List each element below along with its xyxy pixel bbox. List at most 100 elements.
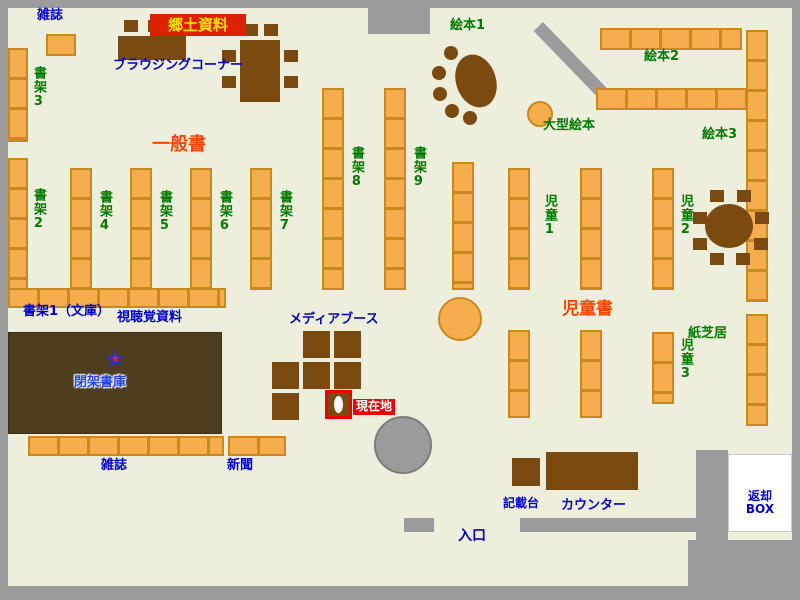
label-shelf1-bunko: 書架1（文庫）	[23, 304, 111, 319]
chair	[244, 24, 258, 36]
stool	[463, 111, 477, 125]
chair	[693, 238, 707, 250]
label-newspaper: 新聞	[227, 458, 254, 473]
shelf-jido-low1	[508, 330, 530, 418]
label-counter: カウンター	[561, 498, 627, 513]
wall-returnbox-left	[696, 450, 728, 545]
chair	[710, 190, 724, 202]
shelf-magazine-top	[46, 34, 76, 56]
shelf-shoka8	[322, 88, 344, 290]
label-shelf7: 書架7	[276, 190, 292, 234]
shelf-jido-low2	[580, 330, 602, 418]
stool	[432, 66, 446, 80]
chair	[284, 50, 298, 62]
label-media-booth: メディアブース	[289, 312, 379, 327]
shelf-ehon2-lower	[596, 88, 748, 110]
writing-stand	[512, 458, 540, 486]
label-magazine-bottom: 雑誌	[101, 458, 128, 473]
media-booth-unit	[303, 331, 330, 358]
label-closed-stacks: 閉架書庫	[74, 375, 127, 390]
label-jido3: 児童3	[677, 338, 693, 382]
shelf-jido2	[652, 168, 674, 290]
chair	[284, 76, 298, 88]
label-jido2: 児童2	[677, 194, 693, 238]
story-corner-bench	[448, 49, 504, 113]
shelf-jido1	[508, 168, 530, 290]
shelf-magazine-bottom	[28, 436, 224, 456]
media-booth-unit	[272, 362, 299, 389]
label-jido1: 児童1	[541, 194, 557, 238]
shelf-jido3	[652, 332, 674, 404]
label-large-ehon: 大型絵本	[543, 118, 596, 133]
label-shelf6: 書架6	[216, 190, 232, 234]
chair	[737, 190, 751, 202]
return-box: 返却 BOX	[728, 454, 792, 532]
wall-bottom	[0, 586, 800, 600]
chair	[710, 253, 724, 265]
round-pillar	[374, 416, 432, 474]
wall-corner-block	[688, 540, 800, 600]
shelf-right-wall-lower	[746, 314, 768, 426]
chair	[736, 253, 750, 265]
label-shelf2: 書架2	[30, 188, 46, 232]
shelf-shoka5	[130, 168, 152, 290]
shelf-jido-mid	[580, 168, 602, 290]
round-display-table	[438, 297, 482, 341]
wall-bottom-right-segment	[520, 518, 702, 532]
label-shelf9: 書架9	[410, 146, 426, 190]
star-inner-icon: ★	[111, 354, 120, 365]
chair	[754, 238, 768, 250]
children-table	[705, 204, 753, 248]
browsing-table-1	[118, 36, 186, 60]
media-booth-unit	[272, 393, 299, 420]
star-outer-icon: ★	[104, 345, 126, 373]
media-booth-unit	[334, 331, 361, 358]
shelf-newspaper	[228, 436, 286, 456]
stool	[433, 87, 447, 101]
shelf-shoka9	[384, 88, 406, 290]
stool	[444, 46, 458, 60]
label-entrance: 入口	[458, 528, 486, 544]
return-box-label-line2: BOX	[745, 502, 775, 516]
label-kamishibai: 紙芝居	[688, 326, 728, 341]
chair	[222, 76, 236, 88]
shelf-shoka2	[8, 158, 28, 292]
stool	[445, 104, 459, 118]
wall-right	[792, 0, 800, 600]
shelf-shoka6	[190, 168, 212, 290]
label-writing-stand: 記載台	[503, 496, 540, 510]
label-magazine-top: 雑誌	[37, 8, 64, 23]
shelf-center	[452, 162, 474, 290]
chair	[264, 24, 278, 36]
star-icon: ★ ★	[104, 346, 130, 376]
wall-top	[0, 0, 800, 8]
media-booth-current	[325, 390, 352, 419]
closed-stacks-area	[8, 332, 222, 434]
current-location-badge: 現在地	[353, 399, 396, 415]
label-general-books: 一般書	[152, 134, 206, 155]
label-shelf4: 書架4	[96, 190, 112, 234]
label-children-books: 児童書	[562, 299, 613, 319]
large-picture-book-display	[527, 101, 553, 127]
return-box-label-line1: 返却	[747, 489, 772, 503]
current-marker-icon	[334, 396, 343, 413]
label-local-materials: 郷土資料	[150, 14, 246, 36]
label-browsing-corner: ブラウジングコーナー	[113, 58, 244, 73]
label-ehon2: 絵本2	[644, 49, 680, 64]
shelf-ehon2-top	[600, 28, 742, 50]
chair	[693, 212, 707, 224]
browsing-table-2	[240, 40, 280, 102]
label-shelf8: 書架8	[348, 146, 364, 190]
shelf-shoka4	[70, 168, 92, 290]
label-av-materials: 視聴覚資料	[117, 310, 183, 325]
label-shelf3: 書架3	[30, 66, 46, 110]
wall-entrance-stub	[404, 518, 434, 532]
shelf-shoka3	[8, 48, 28, 142]
media-booth-unit	[334, 362, 361, 389]
wall-top-pillar	[368, 8, 430, 34]
counter-desk	[546, 452, 638, 490]
chair	[222, 50, 236, 62]
label-ehon1: 絵本1	[450, 18, 486, 33]
wall-left	[0, 0, 8, 600]
